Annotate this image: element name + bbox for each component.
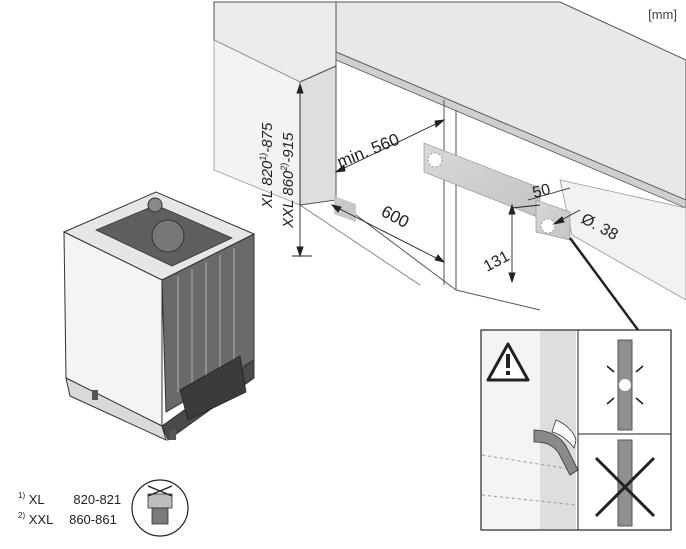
foot-adjust-icon [131, 479, 189, 537]
warning-icon [486, 342, 530, 382]
footnote-xxl-model: XXL [28, 512, 53, 527]
dishwasher-illustration [62, 191, 256, 441]
dim-height-xxl-end: -915 [280, 132, 297, 163]
cabinet-niche [213, 1, 686, 311]
footnote-xxl-range: 860-861 [69, 512, 117, 527]
dim-hole-offset: 50 [531, 181, 552, 202]
footnote-xl-marker: 1) [18, 491, 26, 500]
dim-height-xl: XL 8201)-875 [258, 122, 276, 209]
footnote-xl: 1) XL 820-821 [18, 491, 122, 507]
dim-min-width: min. 560 [334, 130, 402, 172]
dim-height-xxl: XXL 8602)-915 [279, 132, 297, 229]
dim-height-xl-label: XL 820 [259, 160, 276, 209]
hose-correct-icon [606, 339, 644, 431]
dim-height-xxl-label: XXL 860 [280, 170, 297, 229]
dim-hole-height: 131 [481, 248, 513, 276]
footnote-xxl-marker: 2) [18, 511, 26, 520]
wall-outlet-hole [427, 152, 556, 234]
dim-height-xxl-sup: 2) [279, 163, 289, 172]
callout-leader [568, 237, 640, 331]
footnote-xl-range: 820-821 [73, 492, 122, 507]
dimension-lines [292, 82, 581, 284]
dim-depth: 600 [378, 202, 412, 232]
dim-height-xl-sup: 1) [258, 153, 268, 161]
footnote-xxl: 2) XXL 860-861 [18, 511, 117, 527]
hose-incorrect-icon [594, 439, 656, 527]
unit-label: [mm] [648, 7, 677, 22]
detail-callout [480, 329, 672, 531]
dim-height-xl-end: -875 [259, 122, 276, 153]
footnote-xl-model: XL [28, 492, 45, 507]
